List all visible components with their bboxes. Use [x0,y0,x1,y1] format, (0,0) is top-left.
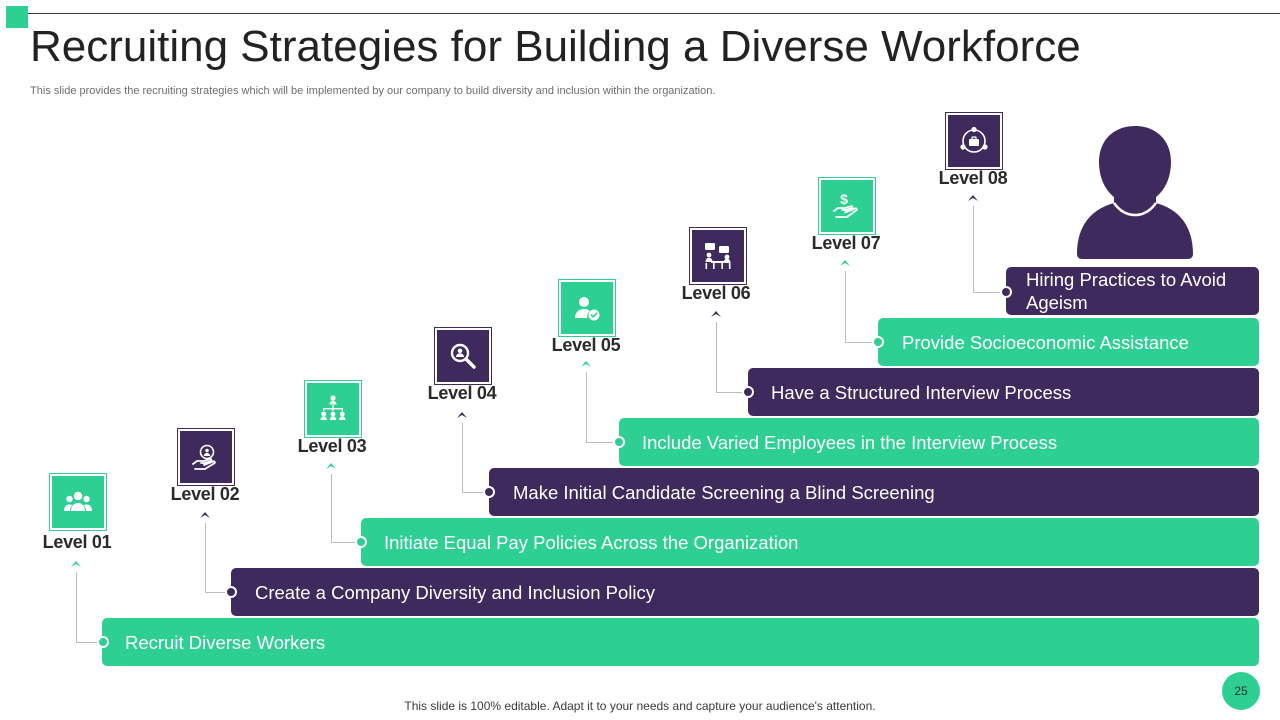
level-label: Level 01 [42,532,112,552]
chevron-up-icon [840,260,850,266]
chevron-up-icon [711,311,721,317]
top-rule [14,13,1280,14]
level-label: Level 03 [297,436,367,456]
connector-dot [872,336,884,348]
slide-title: Recruiting Strategies for Building a Div… [30,22,1081,71]
strategy-bar-level-07: Provide Socioeconomic Assistance [878,318,1259,366]
strategy-bar-level-01: Recruit Diverse Workers [102,618,1259,666]
connector-line [973,206,1003,293]
connector-line [716,322,745,393]
magnifier-person-icon [434,327,492,385]
user-check-icon [558,279,616,337]
strategy-bar-level-06: Have a Structured Interview Process [748,368,1259,416]
strategy-bar-level-04: Make Initial Candidate Screening a Blind… [489,468,1259,516]
slide-subtitle: This slide provides the recruiting strat… [30,85,716,97]
connector-dot [97,636,109,648]
strategy-text: Include Varied Employees in the Intervie… [642,431,1058,453]
chevron-up-icon [457,412,467,418]
level-label: Level 07 [811,233,881,253]
level-label: Level 04 [427,383,497,403]
strategy-text: Initiate Equal Pay Policies Across the O… [384,531,799,553]
page-number-badge: 25 [1222,672,1260,710]
connector-line [205,523,228,593]
connector-dot [613,436,625,448]
connector-dot [483,486,495,498]
hand-dollar-icon: $ [818,177,876,235]
people-group-icon [49,473,107,531]
level-label: Level 08 [938,168,1008,188]
chevron-up-icon [581,361,591,367]
interview-table-icon [689,227,747,285]
svg-text:$: $ [840,191,848,207]
connector-line [331,474,357,543]
strategy-text: Have a Structured Interview Process [771,381,1072,403]
connector-dot [742,386,754,398]
slide-footer: This slide is 100% editable. Adapt it to… [404,699,876,713]
level-label: Level 06 [681,283,751,303]
strategy-text: Provide Socioeconomic Assistance [902,331,1189,353]
strategy-text: Create a Company Diversity and Inclusion… [255,581,655,603]
level-label: Level 05 [551,335,621,355]
org-chart-icon [304,380,362,438]
connector-dot [355,536,367,548]
strategy-bar-level-03: Initiate Equal Pay Policies Across the O… [361,518,1259,566]
corner-accent [6,6,28,28]
chevron-up-icon [326,463,336,469]
strategy-text: Make Initial Candidate Screening a Blind… [513,481,935,503]
chevron-up-icon [200,512,210,518]
connector-line [76,572,100,643]
person-silhouette-icon [1077,126,1193,259]
briefcase-team-icon [945,112,1003,170]
strategy-text: Recruit Diverse Workers [125,631,326,653]
connector-line [586,372,616,443]
hand-holding-person-icon [177,428,235,486]
strategy-bar-level-08: Hiring Practices to Avoid Ageism [1006,267,1259,315]
connector-dot [1000,286,1012,298]
strategy-bar-level-02: Create a Company Diversity and Inclusion… [231,568,1259,616]
chevron-up-icon [71,561,81,567]
chevron-up-icon [968,195,978,201]
level-label: Level 02 [170,484,240,504]
connector-line [845,271,875,343]
strategy-bar-level-05: Include Varied Employees in the Intervie… [619,418,1259,466]
strategy-text: Hiring Practices to Avoid Ageism [1026,269,1227,313]
connector-dot [225,586,237,598]
connector-line [462,423,486,493]
